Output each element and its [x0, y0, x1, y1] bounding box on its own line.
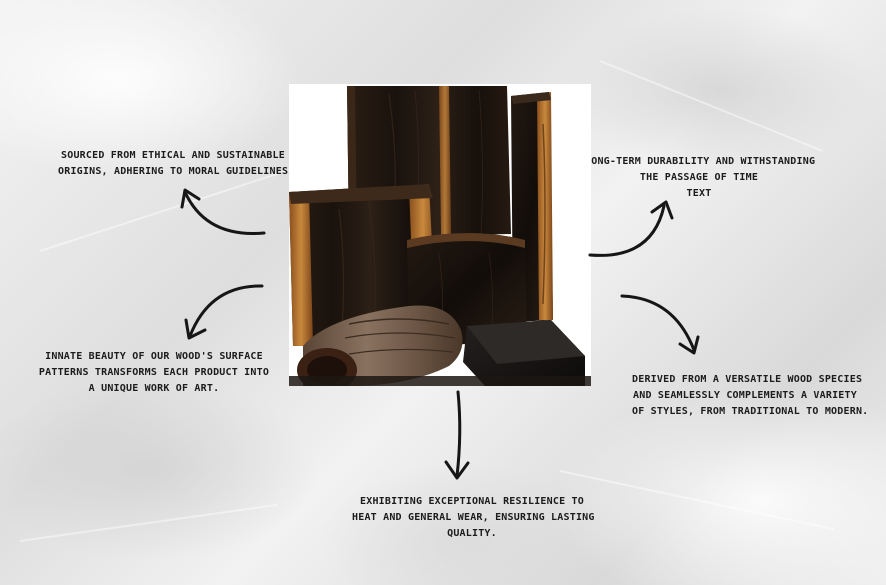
arrow-to-beauty — [184, 284, 264, 340]
caption-line: Sourced from ethical and sustainable — [61, 150, 285, 161]
caption-line: Derived from a versatile wood species — [632, 374, 863, 385]
caption-line: origins, adhering to moral guidelines. — [58, 166, 295, 177]
arrow-to-sourcing — [180, 188, 266, 235]
caption-line: Innate beauty of our wood's surface — [45, 351, 263, 362]
caption-line: Long-term durability and withstanding — [585, 156, 816, 167]
caption-line: quality. — [447, 528, 497, 539]
caption-line: of styles, from traditional to modern. — [632, 406, 869, 417]
caption-line: the passage of time — [639, 172, 759, 183]
caption-line: and seamlessly complements a variety — [633, 390, 857, 401]
caption-sourcing: Sourced from ethical and sustainable ori… — [58, 148, 295, 180]
caption-durability: Long-term durability and withstanding th… — [585, 154, 816, 202]
caption-line: Text — [686, 188, 712, 199]
arrow-to-durability — [588, 200, 674, 257]
caption-line: heat and general wear, ensuring lasting — [352, 512, 595, 523]
caption-line: patterns transforms each product into — [38, 367, 270, 378]
arrow-to-resilience — [444, 390, 470, 480]
arrow-to-versatility — [620, 294, 700, 355]
caption-versatility: Derived from a versatile wood species an… — [632, 372, 869, 420]
caption-beauty: Innate beauty of our wood's surface patt… — [38, 349, 270, 397]
caption-line: a unique work of art. — [88, 383, 220, 394]
caption-line: Exhibiting exceptional resilience to — [360, 496, 584, 507]
wood-blocks-photo — [289, 84, 591, 386]
caption-resilience: Exhibiting exceptional resilience to hea… — [352, 494, 595, 542]
